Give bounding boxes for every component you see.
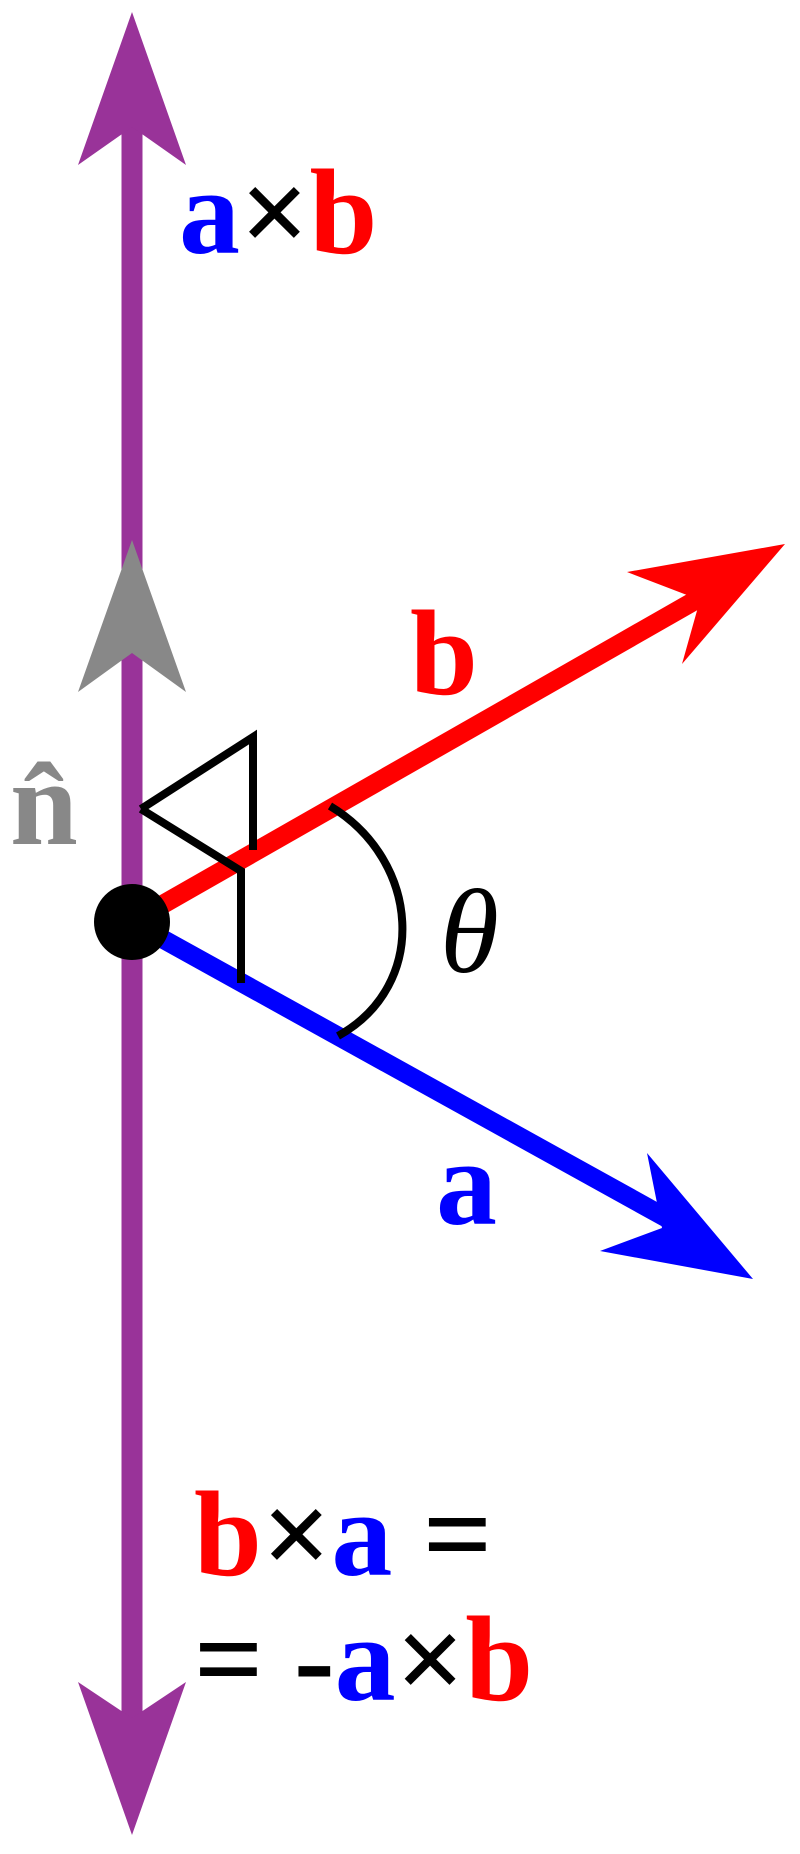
unit-normal-arrowhead <box>78 540 186 692</box>
axb-a: a <box>179 145 240 280</box>
neg-equals: = - <box>194 1592 335 1727</box>
neg-b: b <box>465 1592 533 1727</box>
axb-b: b <box>310 145 378 280</box>
angle-arc <box>327 802 407 1040</box>
origin-dot <box>94 884 170 960</box>
vector-a-line <box>127 913 675 1229</box>
bxa-a: a <box>331 1467 392 1602</box>
right-angle-mark-a <box>138 805 245 983</box>
axb-times: × <box>240 145 310 280</box>
bxa-times: × <box>262 1467 332 1602</box>
neg-axb-label: = -a×b <box>194 1592 533 1727</box>
axb-arrowhead <box>78 12 186 165</box>
bxa-label: b×a = <box>194 1467 492 1602</box>
bxa-b: b <box>194 1467 262 1602</box>
right-angle-mark-b <box>138 729 257 850</box>
neg-times: × <box>396 1592 466 1727</box>
bxa-equals: = <box>392 1467 492 1602</box>
angle-theta-label: θ <box>440 865 499 998</box>
axb-label: a×b <box>179 145 377 280</box>
bxa-arrowhead <box>78 1682 186 1835</box>
unit-normal-label: n̂ <box>10 736 78 871</box>
vector-b-label: b <box>410 586 478 721</box>
vector-b-arrowhead <box>627 544 785 664</box>
vector-a-arrowhead <box>600 1153 753 1279</box>
neg-a: a <box>335 1592 396 1727</box>
vector-a-label: a <box>436 1116 497 1251</box>
